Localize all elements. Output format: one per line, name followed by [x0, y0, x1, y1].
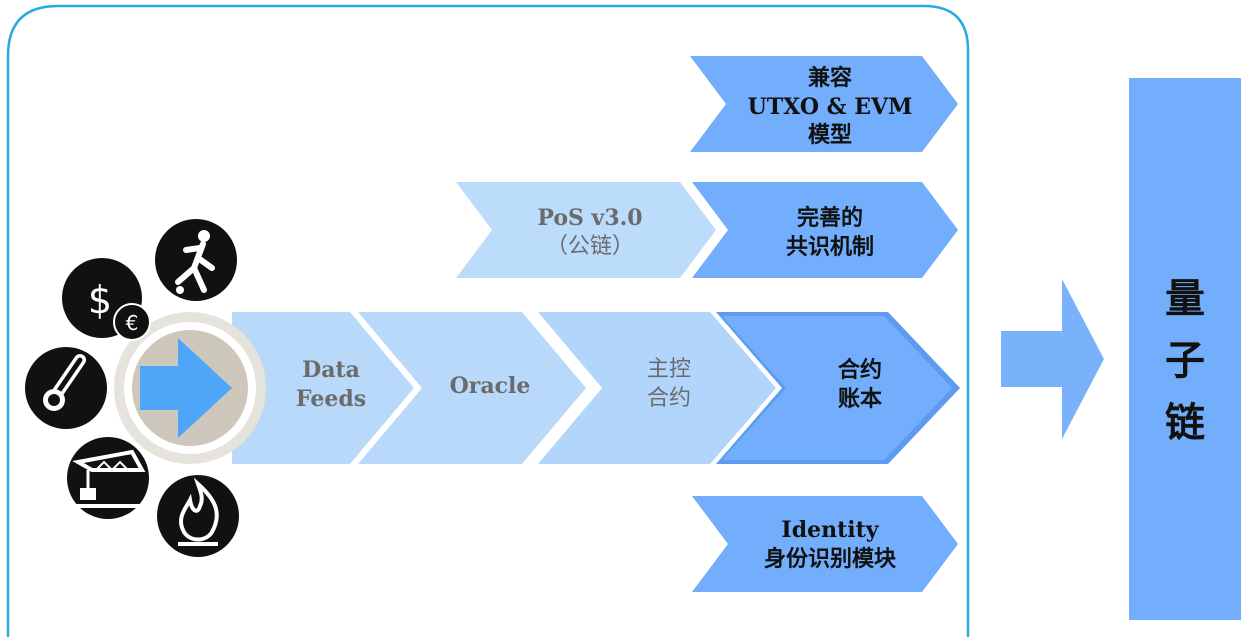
identity-arrow: [692, 496, 958, 592]
quantum-char-3: 链: [1165, 399, 1205, 446]
compat-line1: 兼容: [807, 65, 852, 91]
compat-line3: 模型: [807, 122, 852, 149]
consensus-line2: 共识机制: [785, 233, 874, 260]
master-contract-line1: 主控: [646, 357, 691, 382]
football-player-icon: [155, 219, 237, 301]
currency-icon: $ €: [62, 258, 151, 341]
quantum-char-2: 子: [1165, 337, 1205, 384]
identity-line2: 身份识别模块: [763, 545, 896, 572]
contract-ledger-line2: 账本: [837, 385, 882, 412]
fire-icon: [157, 475, 239, 557]
quantum-chain-box: [1129, 78, 1241, 620]
master-contract-arrow: [538, 312, 776, 464]
contract-ledger-line1: 合约: [837, 357, 882, 383]
pos-line2: （公链）: [545, 233, 634, 259]
identity-arrow-label: Identity 身份识别模块: [720, 516, 940, 573]
data-feeds-label: Data Feeds: [266, 356, 396, 413]
svg-text:€: €: [126, 311, 139, 335]
pos-arrow-label: PoS v3.0 （公链）: [490, 204, 690, 261]
contract-ledger-arrow-face: [722, 316, 952, 460]
pos-arrow: [456, 182, 716, 278]
master-contract-label: 主控 合约: [604, 356, 734, 413]
svg-text:$: $: [88, 278, 112, 322]
oracle-label: Oracle: [449, 373, 531, 399]
identity-line1: Identity: [781, 517, 879, 543]
master-contract-line2: 合约: [646, 385, 691, 411]
oracle-arrow: [358, 312, 586, 464]
contract-ledger-label: 合约 账本: [790, 356, 930, 413]
compat-line2: UTXO & EVM: [747, 93, 913, 120]
consensus-arrow: [692, 182, 958, 278]
quantum-char-1: 量: [1165, 275, 1205, 322]
crane-icon: [67, 437, 149, 519]
consensus-arrow-label: 完善的 共识机制: [730, 204, 930, 261]
data-feeds-arrow: [232, 312, 414, 464]
compat-arrow-label: 兼容 UTXO & EVM 模型: [730, 64, 930, 150]
compat-arrow: [690, 56, 958, 152]
outer-frame: [6, 4, 970, 637]
data-feeds-line1: Data: [302, 357, 360, 383]
result-arrow-icon: [1001, 279, 1104, 439]
play-arrow-icon: [140, 338, 232, 438]
thermometer-icon: [25, 347, 107, 429]
consensus-line1: 完善的: [796, 205, 863, 231]
data-feeds-line2: Feeds: [295, 385, 367, 412]
quantum-chain-label: 量 子 链: [1129, 268, 1241, 454]
pos-line1: PoS v3.0: [537, 205, 643, 231]
